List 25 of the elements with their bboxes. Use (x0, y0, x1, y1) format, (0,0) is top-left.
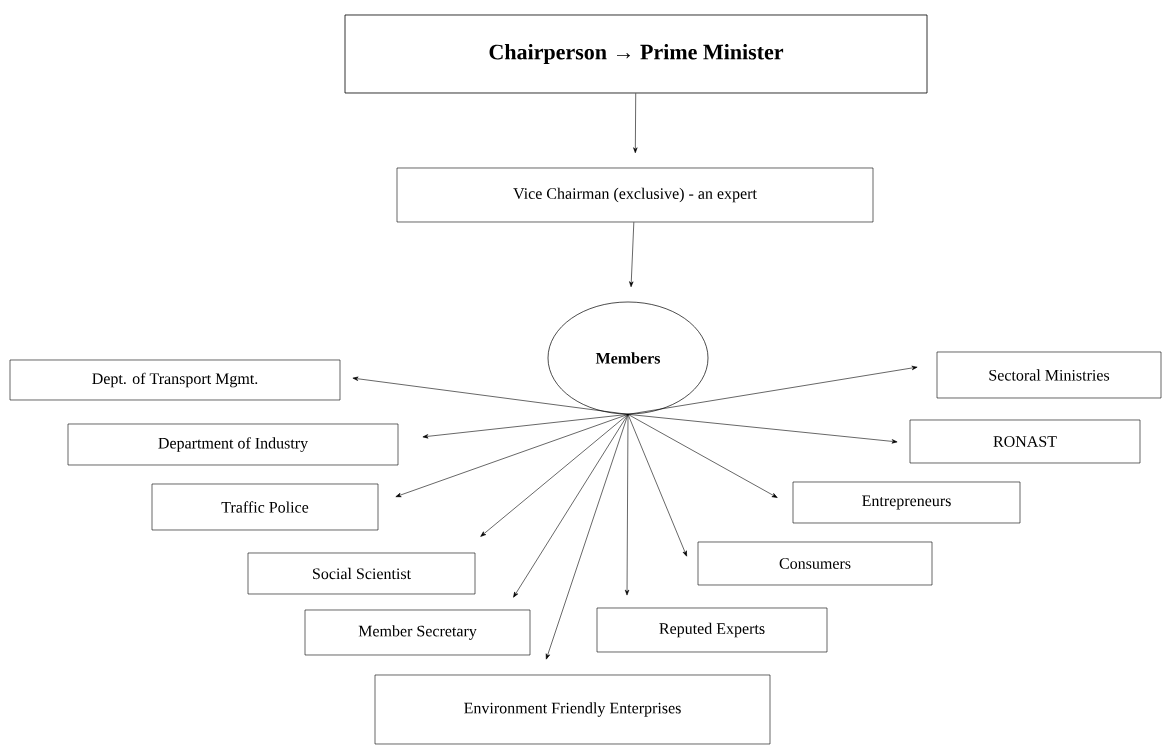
member-box: Entrepreneurs (792, 481, 1021, 524)
member-box: Sectoral Ministries (936, 351, 1162, 399)
arrow (627, 414, 778, 498)
arrow (545, 414, 629, 660)
member-box: Traffic Police (151, 483, 379, 531)
arrow (624, 414, 630, 596)
arrow (629, 222, 635, 288)
member-box: Dept. of Transport Mgmt. (9, 359, 341, 401)
arrow (352, 376, 629, 415)
member-box: Environment Friendly Enterprises (374, 674, 771, 745)
member-box: Reputed Experts (596, 607, 828, 653)
arrow (627, 365, 918, 415)
arrow (513, 414, 629, 598)
arrow (422, 414, 629, 439)
member-box: Vice Chairman (exclusive) - an expert (396, 167, 874, 223)
member-box: Social Scientist (247, 552, 476, 595)
member-box: Department of Industry (67, 423, 399, 466)
arrow (395, 414, 629, 498)
member-box: RONAST (909, 419, 1141, 464)
heading-box: Chairperson → Prime Minister (344, 14, 928, 94)
member-box: Member Secretary (304, 609, 531, 656)
arrow (633, 93, 638, 154)
arrow (480, 414, 629, 537)
member-box: Consumers (697, 541, 933, 586)
arrow (627, 414, 687, 557)
